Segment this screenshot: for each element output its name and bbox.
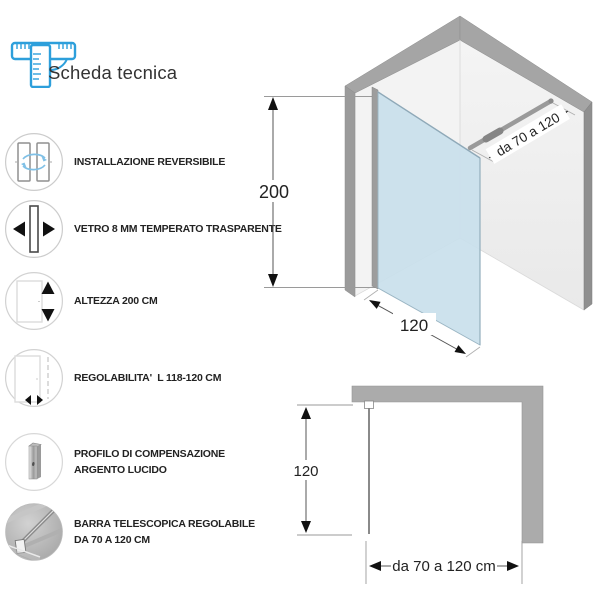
feature-row-height: ALTEZZA 200 CM xyxy=(4,271,158,331)
feature-label: VETRO 8 MM TEMPERATO TRASPARENTE xyxy=(74,223,282,235)
glass-thickness-icon xyxy=(5,200,63,258)
feature-label: BARRA TELESCOPICA REGOLABILE xyxy=(74,518,255,530)
height-dimension-label: 200 xyxy=(259,182,289,202)
width-dimension-label: 120 xyxy=(400,316,428,335)
plan-profile xyxy=(364,400,374,409)
feature-label: INSTALLAZIONE REVERSIBILE xyxy=(74,156,226,168)
compensation-profile-icon xyxy=(5,433,63,491)
page-title: Scheda tecnica xyxy=(48,62,178,83)
feature-label: PROFILO DI COMPENSAZIONE xyxy=(74,448,225,460)
feature-label: DA 70 A 120 CM xyxy=(74,534,150,546)
feature-label: ALTEZZA 200 CM xyxy=(74,295,158,307)
reversible-installation-icon xyxy=(5,133,63,191)
plan-width-label: da 70 a 120 cm xyxy=(392,558,495,575)
feature-row-profile: PROFILO DI COMPENSAZIONE ARGENTO LUCIDO xyxy=(4,432,225,492)
isometric-view: 200 da 70 a 120 xyxy=(254,15,593,358)
feature-label: REGOLABILITA' L 118-120 CM xyxy=(74,372,222,384)
glass-panel xyxy=(377,91,481,346)
plan-depth-label: 120 xyxy=(293,463,318,480)
dimension-width-120: 120 xyxy=(363,289,481,358)
feature-row-adjustability: REGOLABILITA' L 118-120 CM xyxy=(4,348,221,408)
telescopic-bar-icon xyxy=(5,503,63,561)
plan-wall xyxy=(351,385,544,544)
plan-dimension-120: 120 xyxy=(287,404,353,536)
telescopic-bar xyxy=(467,98,554,151)
height-icon xyxy=(5,272,63,330)
feature-row-glass: VETRO 8 MM TEMPERATO TRASPARENTE xyxy=(4,199,282,259)
adjustability-icon xyxy=(5,349,63,407)
feature-row-telescopic-bar: BARRA TELESCOPICA REGOLABILE DA 70 A 120… xyxy=(4,502,255,562)
header: Scheda tecnica xyxy=(0,0,260,100)
feature-row-reversible: INSTALLAZIONE REVERSIBILE xyxy=(4,132,225,192)
dimension-height-200: 200 xyxy=(254,96,379,288)
feature-label: ARGENTO LUCIDO xyxy=(74,464,167,476)
plan-dimension-width: da 70 a 120 cm xyxy=(365,541,523,584)
compensation-profile xyxy=(371,86,379,290)
tsquare-ruler-icon xyxy=(10,41,77,88)
wall-right xyxy=(459,15,593,311)
plan-view: 120 da 70 a 120 cm xyxy=(287,385,544,584)
